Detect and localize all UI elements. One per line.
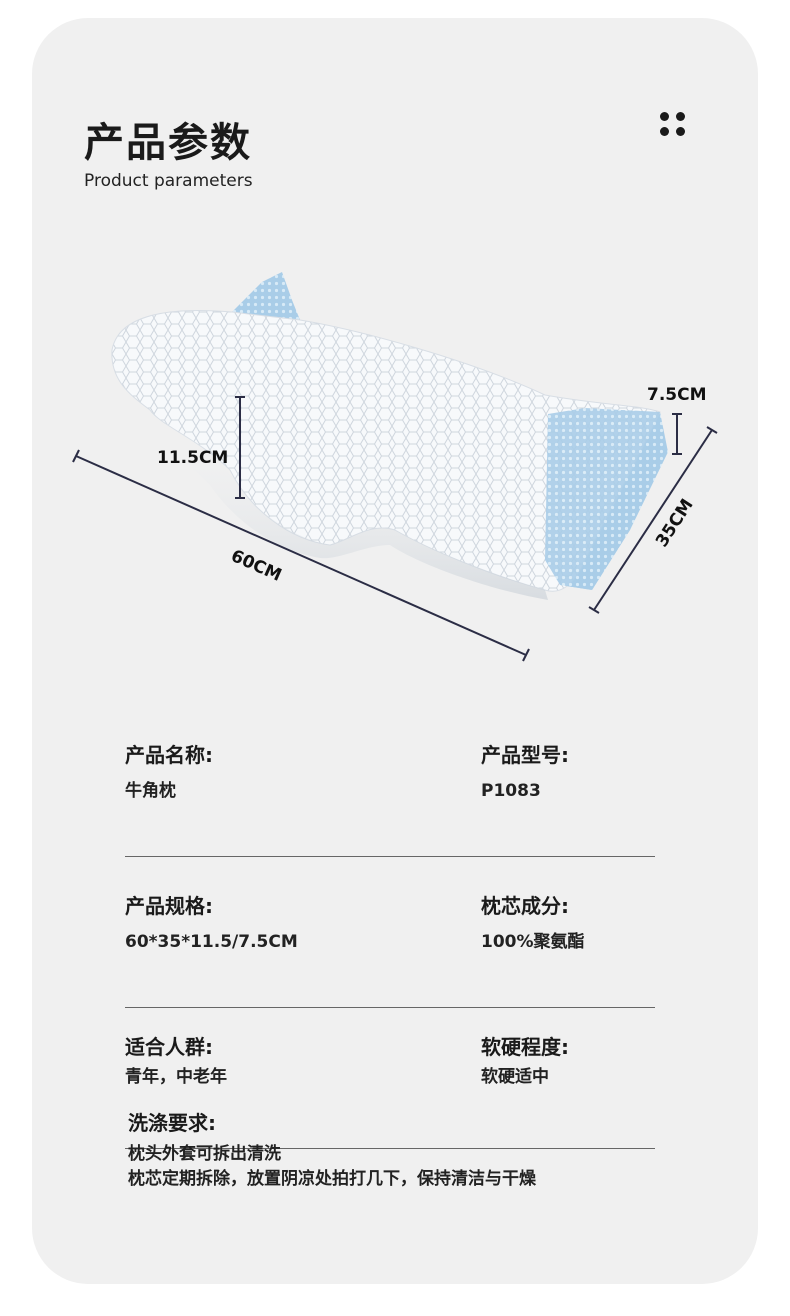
spec-material: 枕芯成分: 100%聚氨酯	[481, 891, 585, 955]
dimension-35-line	[588, 426, 718, 614]
care-line: 枕芯定期拆除，放置阴凉处拍打几下，保持清洁与干燥	[128, 1169, 536, 1189]
spec-row: 适合人群: 青年，中老年 软硬程度: 软硬适中	[125, 1032, 655, 1149]
spec-value: 牛角枕	[125, 781, 176, 801]
spec-table: 产品名称: 牛角枕 产品型号: P1083 产品规格: 60*35*11.5/7…	[125, 740, 655, 1149]
spec-label: 软硬程度:	[481, 1035, 569, 1059]
spec-value: 100%聚氨酯	[481, 932, 585, 952]
dimension-height-low-label: 7.5CM	[647, 385, 707, 405]
mesh-corner-back	[232, 272, 300, 320]
spec-value: 软硬适中	[481, 1067, 549, 1087]
spec-label: 枕芯成分:	[481, 894, 569, 918]
spec-row: 产品规格: 60*35*11.5/7.5CM 枕芯成分: 100%聚氨酯	[125, 891, 655, 1008]
pillow-illustration	[72, 272, 718, 662]
product-parameters-card	[32, 18, 758, 1284]
spec-label: 产品型号:	[481, 743, 569, 767]
page-title: 产品参数	[84, 120, 252, 166]
dimension-height-high-label: 11.5CM	[157, 448, 229, 468]
spec-value: 青年，中老年	[125, 1067, 227, 1087]
dimension-11-5-line	[235, 396, 245, 499]
spec-label: 产品名称:	[125, 743, 213, 767]
dimension-60-line	[72, 449, 530, 662]
spec-firmness: 软硬程度: 软硬适中	[481, 1032, 569, 1090]
spec-audience: 适合人群: 青年，中老年	[125, 1032, 227, 1090]
spec-size: 产品规格: 60*35*11.5/7.5CM	[125, 891, 298, 955]
dimension-7-5-line	[672, 413, 682, 455]
spec-label: 产品规格:	[125, 894, 213, 918]
spec-product-name: 产品名称: 牛角枕	[125, 740, 213, 804]
spec-value: 60*35*11.5/7.5CM	[125, 932, 298, 952]
care-label: 洗涤要求:	[128, 1111, 216, 1135]
four-dots-icon	[658, 110, 690, 140]
page-subtitle: Product parameters	[84, 171, 253, 191]
spec-row: 产品名称: 牛角枕 产品型号: P1083	[125, 740, 655, 857]
care-line: 枕头外套可拆出清洗	[128, 1144, 281, 1164]
spec-value: P1083	[481, 781, 541, 801]
spec-label: 适合人群:	[125, 1035, 213, 1059]
care-instructions: 洗涤要求: 枕头外套可拆出清洗 枕芯定期拆除，放置阴凉处拍打几下，保持清洁与干燥	[128, 1108, 536, 1192]
spec-model: 产品型号: P1083	[481, 740, 569, 804]
pillow-body	[111, 310, 661, 592]
